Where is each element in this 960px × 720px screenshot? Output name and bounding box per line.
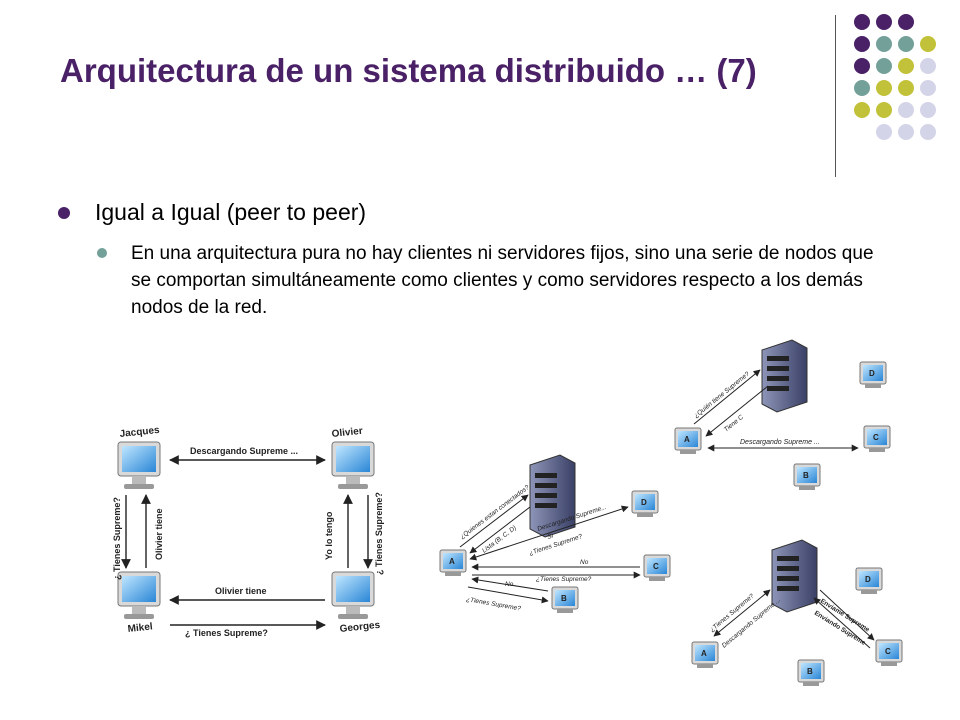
decorative-dot [898,14,914,30]
node-label-b: B [803,471,809,480]
node-label-c: C [885,647,891,656]
msg-ask-c: ¿Tienes Supreme? [536,576,592,583]
computer-icon: B [793,463,821,490]
arrow-ask [713,589,771,637]
msg-right-inner: Yo lo tengo [324,511,334,560]
computer-icon [117,571,161,619]
msg-right-outer: ¿ Tienes Supreme? [374,492,384,575]
decorative-dot [876,102,892,118]
msg-bottom-bottom: ¿ Tienes Supreme? [185,628,268,638]
computer-icon: C [875,639,903,666]
decorative-dot [898,36,914,52]
slide-title: Arquitectura de un sistema distribuido …… [60,52,757,89]
decorative-dot [876,124,892,140]
decorative-dot [854,58,870,74]
computer-icon: D [631,490,659,517]
decorative-dot [876,58,892,74]
decorative-dot [898,124,914,140]
computer-icon: D [859,361,887,388]
msg-ask-b: ¿Tienes Supreme? [466,596,522,613]
computer-icon: C [643,554,671,581]
node-label-a: A [684,435,690,444]
computer-icon [117,441,161,489]
node-label-olivier: Olivier [331,426,363,440]
server-icon [761,339,808,413]
msg-q: ¿Quién tiene Supreme? [693,370,751,419]
decorative-dot [920,36,936,52]
node-label-a: A [701,649,707,658]
decorative-dot [920,80,936,96]
arrow-dl [469,505,629,561]
msg-si: Si [546,532,554,541]
msg-dl: Descargando Supreme ... [740,439,820,446]
decorative-dot [898,80,914,96]
decorative-dot [854,36,870,52]
decorative-dot [898,102,914,118]
p2p-central-relay-diagram: A B C D ¿Tienes Supreme? Descargando Sup… [691,539,903,686]
decorative-dot [898,58,914,74]
arrow-env1 [819,589,875,641]
node-label-mikel: Mikel [127,621,153,635]
decorative-dot [854,80,870,96]
msg-no1: No [580,559,589,566]
arrow-q2 [469,506,531,554]
decorative-dot [876,80,892,96]
title-divider [835,15,836,177]
computer-icon [331,441,375,489]
computer-icon [331,571,375,619]
msg-q1: ¿Quienes estan conectados? [459,484,531,541]
bullet-dot [58,207,70,219]
decorative-dot [920,124,936,140]
bullet-level1-text: Igual a Igual (peer to peer) [95,199,367,225]
msg-ans: Tiene C [723,414,745,434]
msg-left-inner: Olivier tiene [154,508,164,560]
decorative-dot [876,36,892,52]
arrow-no2 [471,576,549,592]
decorative-dot-grid [854,14,936,140]
computer-icon: D [855,567,883,594]
bullet-level2-text: En una arquitectura pura no hay clientes… [131,243,874,318]
node-label-b: B [561,594,567,603]
arrow-ask-b [467,586,549,604]
node-label-c: C [653,562,659,571]
computer-icon: A [674,427,702,454]
node-label-b: B [807,667,813,676]
p2p-server-list-diagram: A B C D ¿Quienes estan conectados? Lista… [439,454,671,613]
bullet-dot [97,248,107,258]
computer-icon: B [551,586,579,613]
decorative-dot [876,14,892,30]
decorative-dot [854,102,870,118]
p2p-ring-diagram: Jacques Olivier Mikel Georges Descargand… [112,425,384,638]
node-label-d: D [641,498,647,507]
server-icon [771,539,818,613]
decorative-dot [920,58,936,74]
p2p-central-index-diagram: A B C D ¿Quién tiene Supreme? Tiene C De… [674,339,891,490]
arrow-q [693,369,761,425]
msg-q2: Lista (B, C, D) [481,524,518,554]
computer-icon: A [691,641,719,668]
arrow-ans [705,385,769,437]
node-label-d: D [869,369,875,378]
node-label-georges: Georges [339,620,381,635]
arrow-env2 [813,597,871,649]
decorative-dot [920,102,936,118]
computer-icon: C [863,425,891,452]
node-label-c: C [873,433,879,442]
decorative-dot [854,14,870,30]
node-label-jacques: Jacques [119,425,160,440]
node-label-d: D [865,575,871,584]
node-label-a: A [449,557,455,566]
computer-icon: A [439,549,467,576]
msg-bottom-top: Olivier tiene [215,586,267,596]
msg-left-outer: ¿ Tienes Supreme? [112,497,122,580]
computer-icon: B [797,659,825,686]
msg-top: Descargando Supreme ... [190,446,298,456]
msg-no2: No [505,581,514,588]
